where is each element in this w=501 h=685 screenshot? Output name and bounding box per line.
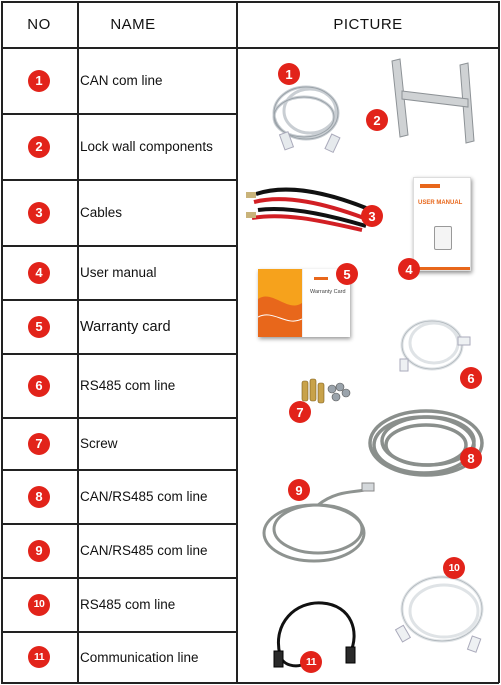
number-badge: 4 <box>28 261 50 284</box>
picture-badge: 10 <box>443 557 465 579</box>
picture-badge: 11 <box>300 651 322 673</box>
table-border-left <box>1 1 3 683</box>
table-border-top <box>1 1 499 3</box>
item-name: Communication line <box>80 649 199 665</box>
picture-badge: 7 <box>289 401 311 423</box>
header-picture: PICTURE <box>333 15 403 33</box>
number-badge: 2 <box>28 135 50 158</box>
number-badge: 10 <box>28 593 50 616</box>
column-divider-no <box>77 1 79 683</box>
picture-badge: 6 <box>460 367 482 389</box>
rs485-com-line-image-b <box>394 575 484 653</box>
header-no: NO <box>27 15 51 33</box>
user-manual-image: USER MANUAL <box>413 177 471 271</box>
number-badge: 8 <box>28 485 50 508</box>
table-border-bottom <box>1 682 499 684</box>
number-badge: 6 <box>28 374 50 397</box>
header-name: NAME <box>110 15 156 33</box>
can-com-line-image <box>272 85 341 154</box>
warranty-card-text: Warranty Card <box>310 289 346 295</box>
rs485-com-line-image <box>399 319 471 372</box>
item-name: Warranty card <box>80 318 171 335</box>
warranty-card-inside <box>302 269 350 337</box>
row-divider <box>1 417 237 419</box>
item-name: Lock wall components <box>80 139 213 154</box>
row-divider <box>1 469 237 471</box>
number-badge: 9 <box>28 539 50 562</box>
picture-badge: 1 <box>278 63 300 85</box>
warranty-logo <box>314 277 328 280</box>
row-number-cell: 11 <box>1 632 77 682</box>
row-divider <box>1 179 237 181</box>
item-name: Screw <box>80 436 118 451</box>
screws-image <box>301 378 351 404</box>
manual-device-illustration <box>434 226 452 250</box>
row-number-cell: 6 <box>1 354 77 417</box>
item-name: CAN/RS485 com line <box>80 543 208 558</box>
item-name: User manual <box>80 265 157 280</box>
row-divider <box>1 113 237 115</box>
manual-logo <box>420 184 440 188</box>
can-rs485-com-line-image-b <box>262 482 375 563</box>
manual-title: USER MANUAL <box>418 200 463 206</box>
number-badge: 7 <box>28 432 50 455</box>
picture-badge: 3 <box>361 205 383 227</box>
row-number-cell: 4 <box>1 246 77 299</box>
item-name: CAN com line <box>80 73 163 88</box>
row-divider <box>1 523 237 525</box>
cables-image <box>246 187 367 232</box>
row-number-cell: 3 <box>1 180 77 245</box>
row-number-cell: 10 <box>1 578 77 631</box>
row-number-cell: 7 <box>1 418 77 469</box>
header-divider <box>1 47 499 49</box>
row-divider <box>1 631 237 633</box>
row-number-cell: 2 <box>1 114 77 179</box>
wall-bracket-image <box>391 58 475 144</box>
row-number-cell: 5 <box>1 300 77 353</box>
row-divider <box>1 299 237 301</box>
can-rs485-com-line-image-a <box>368 409 484 477</box>
manual-footer-stripe <box>414 267 470 270</box>
picture-badge: 2 <box>366 109 388 131</box>
number-badge: 3 <box>28 201 50 224</box>
picture-badge: 9 <box>288 479 310 501</box>
row-number-cell: 8 <box>1 470 77 523</box>
number-badge: 1 <box>28 69 50 92</box>
number-badge: 5 <box>28 315 50 338</box>
column-divider-name <box>236 1 238 683</box>
item-name: RS485 com line <box>80 378 176 393</box>
table-border-right <box>498 1 500 683</box>
row-divider <box>1 577 237 579</box>
row-divider <box>1 245 237 247</box>
picture-badge: 4 <box>398 258 420 280</box>
row-divider <box>1 353 237 355</box>
picture-area: USER MANUAL Warranty Card <box>238 47 499 683</box>
item-name: CAN/RS485 com line <box>80 489 208 504</box>
row-number-cell: 9 <box>1 524 77 577</box>
item-name: Cables <box>80 205 123 220</box>
number-badge: 11 <box>28 646 50 668</box>
row-number-cell: 1 <box>1 48 77 113</box>
item-name: RS485 com line <box>80 597 176 612</box>
warranty-card-cover <box>258 269 302 337</box>
picture-badge: 5 <box>336 263 358 285</box>
picture-badge: 8 <box>460 447 482 469</box>
warranty-card-image: Warranty Card <box>258 269 350 337</box>
